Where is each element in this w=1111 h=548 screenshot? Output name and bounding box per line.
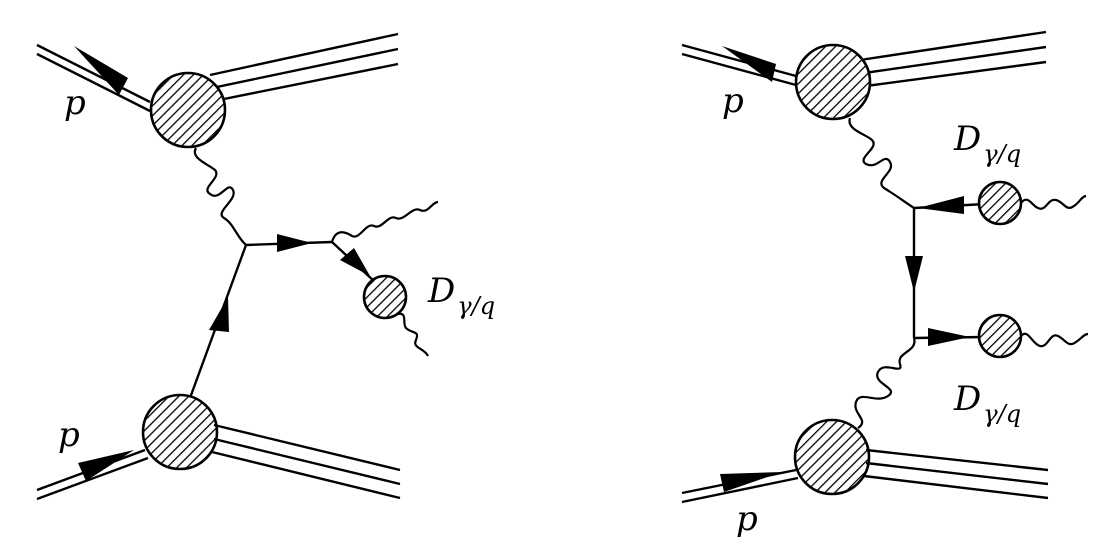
right-remnant-top: [859, 30, 1047, 88]
left-label-fragmentation-sub: γ/q: [457, 292, 495, 320]
left-label-proton-top: p: [64, 83, 86, 123]
left-proton-blob-top: [149, 71, 227, 149]
left-proton-top-line: [36, 43, 151, 113]
left-proton-blob-bottom: [141, 393, 219, 471]
left-outgoing-quark-arrow: [277, 234, 312, 252]
left-label-fragmentation: Dγ/q: [427, 271, 495, 320]
left-photon-top: [330, 200, 439, 243]
right-label-proton-bottom: p: [736, 499, 758, 539]
right-frag-blob-upper: [977, 180, 1023, 226]
left-label-proton-bottom: p: [58, 415, 80, 455]
right-proton-bottom-arrow: [720, 472, 782, 492]
left-photon-bottom: [397, 312, 429, 357]
right-lower-quark-arrow: [928, 328, 970, 346]
right-proton-top-arrow: [722, 46, 776, 82]
right-label-proton-top: p: [722, 81, 744, 121]
right-proton-blob-bottom: [793, 418, 871, 496]
right-label-fragmentation-upper-main: D: [953, 119, 981, 159]
right-photon-lower: [1020, 332, 1089, 348]
left-remnant-bottom: [211, 423, 401, 500]
right-label-fragmentation-upper: Dγ/q: [953, 119, 1021, 168]
right-proton-blob-top: [794, 43, 872, 121]
right-frag-blob-lower: [977, 313, 1023, 359]
left-diagram: p p Dγ/q: [36, 32, 495, 501]
left-frag-blob: [362, 274, 408, 320]
right-label-fragmentation-lower: Dγ/q: [953, 379, 1021, 428]
right-label-fragmentation-lower-main: D: [953, 379, 981, 419]
left-proton-top-arrow: [74, 46, 128, 95]
right-label-fragmentation-upper-sub: γ/q: [983, 140, 1021, 168]
left-gluon: [193, 147, 247, 246]
left-remnant-top: [209, 32, 399, 103]
right-remnant-bottom: [863, 448, 1049, 500]
right-gluon-bottom: [854, 337, 916, 429]
left-quark-arrow: [209, 297, 229, 332]
right-photon-upper: [1020, 194, 1087, 210]
right-vertical-quark-arrow: [905, 256, 923, 292]
right-gluon-top: [848, 117, 915, 209]
left-frag-arrow: [340, 248, 370, 276]
left-proton-bottom-arrow: [78, 450, 134, 481]
right-proton-top-line: [681, 43, 797, 87]
right-upper-quark-arrow: [918, 196, 964, 214]
right-label-fragmentation-lower-sub: γ/q: [983, 400, 1021, 428]
right-diagram: p p Dγ/q Dγ/q: [681, 30, 1089, 539]
left-label-fragmentation-main: D: [427, 271, 455, 311]
